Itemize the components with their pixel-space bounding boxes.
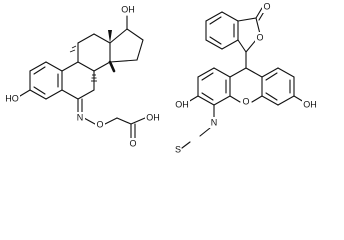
estradiol-oxime-structure: OH HO N O O OH: [4, 4, 161, 149]
atom-oh-left: OH: [175, 99, 189, 109]
steroid-ring-d: [109, 28, 144, 63]
atom-o-xanthene: O: [242, 96, 249, 106]
c18-methyl-wedge: [108, 30, 112, 43]
steroid-ring-b: [61, 61, 95, 100]
fitc-xanthene-right-ring: [261, 67, 295, 106]
steroid-ring-c: [77, 33, 111, 72]
atom-oh-acid: OH: [146, 112, 160, 122]
atom-o-lactone-ring: O: [256, 32, 263, 42]
fitc-lactone-ring: [237, 7, 266, 53]
atom-ho-3: HO: [5, 93, 19, 103]
atom-o-oxime: O: [96, 119, 103, 129]
atom-oh-17: OH: [121, 4, 135, 14]
fitc-structure: O O O OH OH N S: [174, 1, 318, 154]
atom-o-carbonyl: O: [129, 138, 136, 148]
atom-o-lactone-carbonyl: O: [263, 1, 270, 11]
fitc-benzo-ring: [205, 11, 239, 50]
steroid-ring-a: [29, 61, 63, 100]
chemical-structures-canvas: OH HO N O O OH: [4, 1, 318, 154]
fitc-xanthene-left-ring: [197, 67, 247, 106]
atom-s-isothiocyanate: S: [175, 144, 181, 154]
atom-oh-right: OH: [303, 99, 317, 109]
stereo-hydrogens: [69, 45, 116, 82]
atom-n-isothiocyanate: N: [211, 117, 218, 127]
atom-n-oxime: N: [77, 112, 84, 122]
